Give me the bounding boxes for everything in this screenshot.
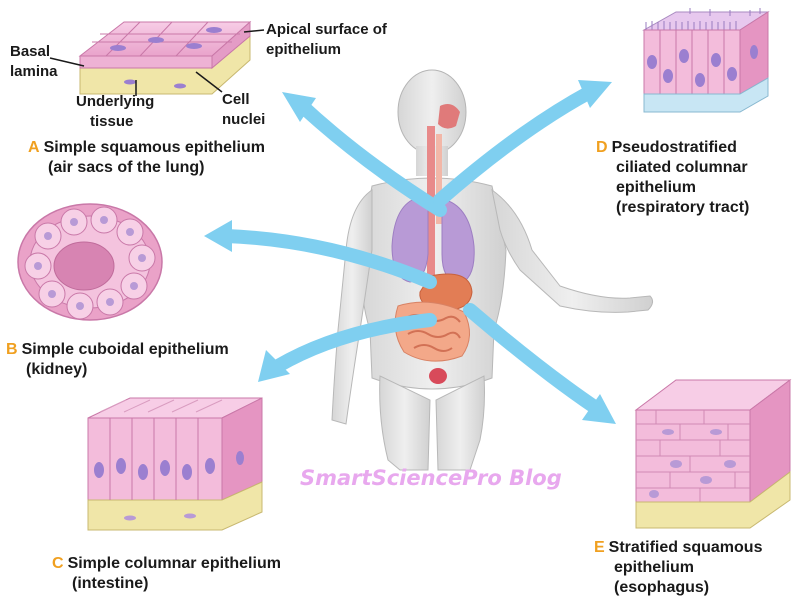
- caption-e-letter: E: [594, 539, 605, 556]
- arrow-to-d: [440, 80, 612, 200]
- label-underlying-line1: Underlying: [76, 92, 154, 111]
- caption-d-letter: D: [596, 139, 608, 156]
- caption-a-line1: Simple squamous epithelium: [44, 139, 265, 156]
- label-apical-line2: epithelium: [266, 40, 341, 59]
- simple-cuboidal-tissue: [18, 204, 162, 320]
- label-underlying-line2: tissue: [90, 112, 133, 131]
- caption-d-line4: (respiratory tract): [616, 199, 749, 216]
- caption-b-line2: (kidney): [26, 361, 87, 378]
- caption-e-line3: (esophagus): [614, 579, 709, 596]
- stratified-squamous-tissue: [636, 380, 790, 528]
- caption-c-letter: C: [52, 555, 64, 572]
- caption-a-letter: A: [28, 139, 40, 156]
- caption-d-line2: ciliated columnar: [616, 159, 748, 176]
- caption-a-line2: (air sacs of the lung): [48, 159, 204, 176]
- label-apical-line1: Apical surface of: [266, 20, 387, 39]
- caption-d-line1: Pseudostratified: [612, 139, 737, 156]
- watermark: SmartSciencePro Blog: [300, 466, 562, 490]
- label-basal: Basal: [10, 42, 50, 61]
- caption-b-letter: B: [6, 341, 18, 358]
- caption-d-line3: epithelium: [616, 179, 696, 196]
- label-lamina: lamina: [10, 62, 58, 81]
- simple-columnar-tissue: [88, 398, 262, 530]
- caption-b-line1: Simple cuboidal epithelium: [22, 341, 229, 358]
- simple-squamous-tissue: [50, 22, 264, 96]
- caption-c-line2: (intestine): [72, 575, 148, 592]
- pseudostratified-tissue: [644, 8, 768, 112]
- caption-e-line1: Stratified squamous: [609, 539, 763, 556]
- label-cell: Cell: [222, 90, 250, 109]
- label-nuclei: nuclei: [222, 110, 265, 129]
- caption-c-line1: Simple columnar epithelium: [68, 555, 281, 572]
- caption-e-line2: epithelium: [614, 559, 694, 576]
